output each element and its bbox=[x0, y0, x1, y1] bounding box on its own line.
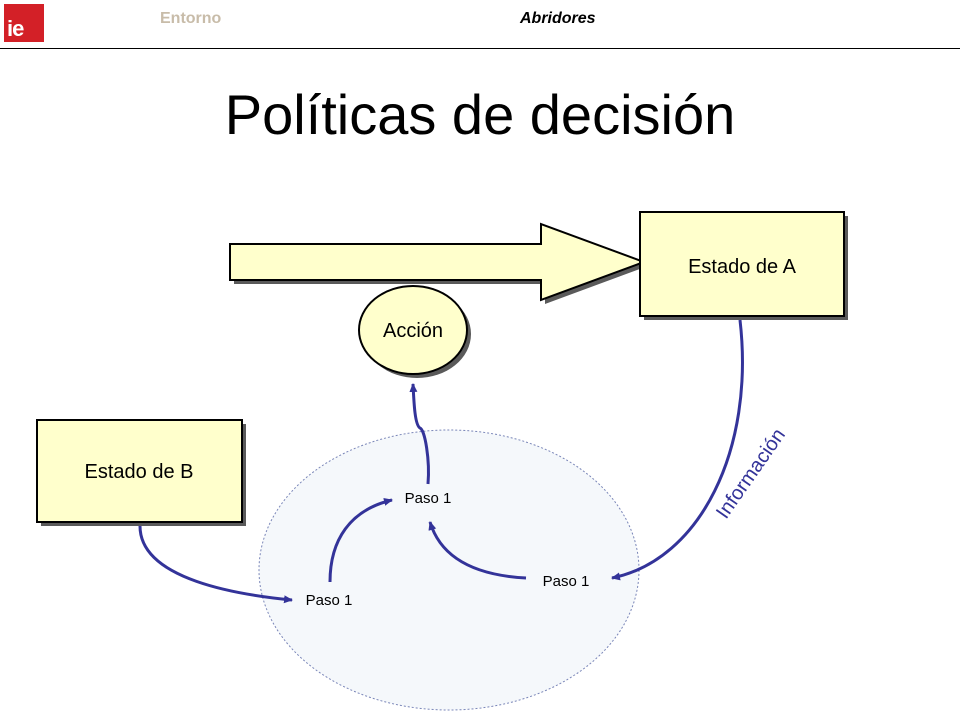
estado-b-label: Estado de B bbox=[85, 461, 194, 483]
slide-title: Políticas de decisión bbox=[224, 83, 736, 146]
informacion-arrow bbox=[611, 319, 744, 581]
header-divider bbox=[0, 48, 960, 49]
paso-top-label: Paso 1 bbox=[405, 490, 452, 507]
estado-b-to-paso-arrow bbox=[138, 525, 293, 604]
accion-node bbox=[358, 285, 468, 375]
policy-region bbox=[258, 429, 640, 711]
paso-left-to-paso-top-arrow bbox=[328, 497, 393, 583]
logo-text: ie bbox=[7, 16, 24, 41]
paso-top-to-accion-arrow bbox=[409, 383, 430, 485]
header-section-label: Entorno bbox=[160, 10, 222, 27]
paso-right-to-paso-top-arrow bbox=[428, 521, 527, 580]
accion-label: Acción bbox=[383, 320, 443, 342]
paso-right-label: Paso 1 bbox=[543, 573, 590, 590]
header-topic-label: Abridores bbox=[520, 10, 596, 27]
estado-a-box bbox=[639, 211, 845, 317]
ie-logo: ie bbox=[4, 4, 44, 42]
estado-b-box bbox=[36, 419, 243, 523]
estado-a-label: Estado de A bbox=[688, 256, 797, 278]
paso-left-label: Paso 1 bbox=[306, 592, 353, 609]
action-flow-arrow bbox=[229, 222, 647, 302]
